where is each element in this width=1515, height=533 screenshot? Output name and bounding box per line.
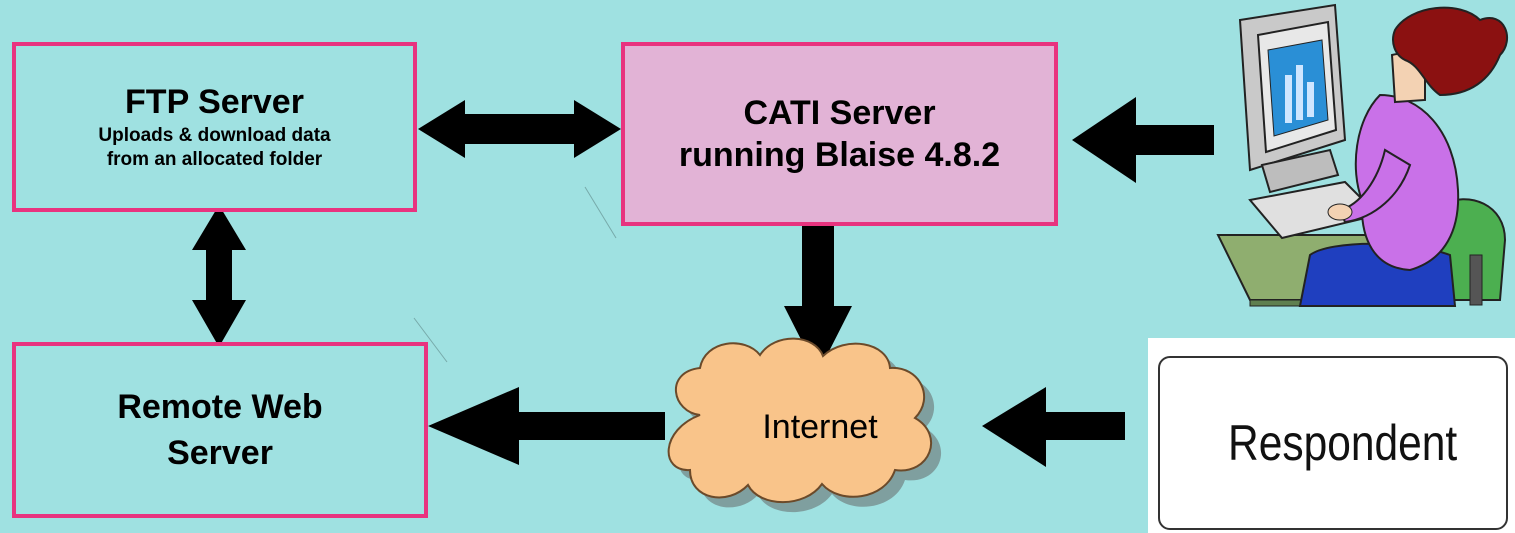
faint-line xyxy=(413,317,448,363)
arrow-ftp-remote xyxy=(192,205,246,347)
arrow-respondent-internet xyxy=(982,387,1125,467)
respondent-frame: Respondent xyxy=(1158,356,1508,530)
ftp-server-title: FTP Server xyxy=(125,83,304,121)
cati-server-node: CATI Server running Blaise 4.8.2 xyxy=(621,42,1058,226)
cati-server-title-line2: running Blaise 4.8.2 xyxy=(678,136,1001,174)
remote-server-title-line2: Server xyxy=(167,434,273,472)
cloud-icon xyxy=(667,337,933,504)
computer-operator-icon xyxy=(1216,3,1509,307)
arrow-ftp-cati xyxy=(418,100,621,158)
arrow-cati-internet xyxy=(784,226,852,373)
arrow-internet-remote xyxy=(428,387,665,465)
respondent-node: Respondent xyxy=(1148,338,1515,533)
arrow-operator-cati xyxy=(1072,97,1214,183)
internet-label: Internet xyxy=(762,408,878,446)
faint-line xyxy=(584,186,617,239)
remote-server-title-line1: Remote Web xyxy=(117,388,323,426)
ftp-server-subtitle-line2: from an allocated folder xyxy=(106,149,323,170)
respondent-label: Respondent xyxy=(1228,415,1458,471)
ftp-server-subtitle-line1: Uploads & download data xyxy=(98,125,331,146)
remote-web-server-node: Remote Web Server xyxy=(12,342,428,518)
ftp-server-node: FTP Server Uploads & download data from … xyxy=(12,42,417,212)
cati-server-title-line1: CATI Server xyxy=(743,94,936,132)
